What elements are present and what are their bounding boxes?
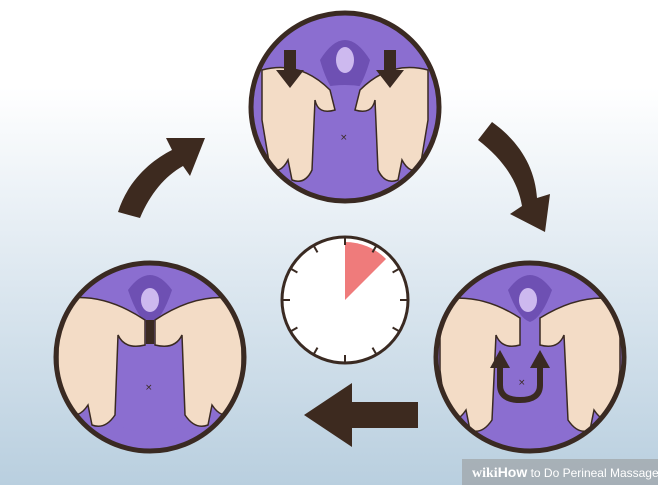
svg-text:×: ×: [518, 378, 526, 388]
step-sweep-u-shape-illustration: ×: [435, 263, 625, 460]
svg-text:×: ×: [145, 383, 153, 393]
arrow-right-down-icon: [478, 122, 550, 232]
svg-text:×: ×: [340, 133, 348, 143]
step-stretch-sideways-illustration: ×: [55, 263, 245, 460]
arrow-up-right-icon: [118, 138, 205, 218]
wikihow-watermark: wikiHow to Do Perineal Massage: [462, 459, 658, 485]
step-press-down-illustration: ×: [250, 13, 440, 201]
watermark-how: How: [498, 464, 528, 480]
timer-clock-icon: [282, 237, 408, 363]
watermark-title: to Do Perineal Massage: [527, 466, 658, 480]
arrow-left-icon: [304, 383, 418, 447]
watermark-wiki: wiki: [472, 466, 498, 481]
